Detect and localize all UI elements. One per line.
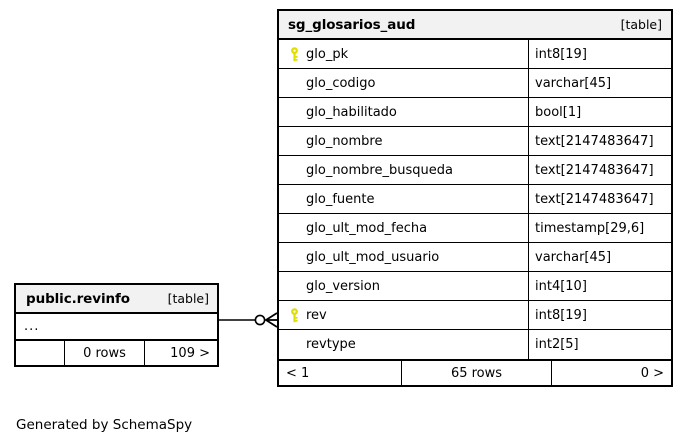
column-name-cell: glo_nombre: [279, 127, 528, 155]
column-name-cell: glo_habilitado: [279, 98, 528, 126]
footer-row-count: 65 rows: [401, 361, 551, 385]
column-name-label: glo_ult_mod_fecha: [306, 220, 428, 236]
column-name-label: glo_pk: [306, 46, 349, 62]
table-title: public.revinfo: [26, 290, 130, 307]
footer-prev-page[interactable]: [16, 341, 64, 365]
column-name-cell: rev: [279, 301, 528, 329]
column-name-label: rev: [306, 307, 327, 323]
column-name-cell: glo_pk: [279, 40, 528, 68]
column-name-cell: glo_ult_mod_fecha: [279, 214, 528, 242]
column-name-label: glo_nombre_busqueda: [306, 162, 453, 178]
column-type-label: text[2147483647]: [528, 185, 671, 213]
table-public-revinfo[interactable]: public.revinfo [table] ... 0 rows 109 >: [14, 283, 219, 367]
column-type-label: int2[5]: [528, 330, 671, 359]
table-header: public.revinfo [table]: [16, 285, 217, 314]
column-type-label: text[2147483647]: [528, 156, 671, 184]
column-name-label: glo_nombre: [306, 133, 383, 149]
table-footer: 0 rows 109 >: [16, 339, 217, 365]
column-type-label: timestamp[29,6]: [528, 214, 671, 242]
collapsed-columns-ellipsis: ...: [24, 319, 40, 334]
column-type-label: varchar[45]: [528, 69, 671, 97]
column-name-cell: revtype: [279, 330, 528, 359]
table-row[interactable]: glo_ult_mod_usuario varchar[45]: [279, 243, 671, 272]
column-name-cell: glo_codigo: [279, 69, 528, 97]
column-name-cell: glo_fuente: [279, 185, 528, 213]
column-type-label: text[2147483647]: [528, 127, 671, 155]
table-row[interactable]: rev int8[19]: [279, 301, 671, 330]
footer-next-page[interactable]: 0 >: [551, 361, 671, 385]
table-row[interactable]: glo_nombre text[2147483647]: [279, 127, 671, 156]
column-name-label: glo_ult_mod_usuario: [306, 249, 440, 265]
column-type-label: int8[19]: [528, 301, 671, 329]
column-name-label: glo_version: [306, 278, 380, 294]
column-name-label: revtype: [306, 337, 356, 352]
column-name-cell: glo_version: [279, 272, 528, 300]
footer-prev-page[interactable]: < 1: [286, 365, 310, 381]
column-name-cell: glo_ult_mod_usuario: [279, 243, 528, 271]
primary-key-icon: [285, 307, 303, 323]
table-row[interactable]: glo_habilitado bool[1]: [279, 98, 671, 127]
table-row[interactable]: glo_version int4[10]: [279, 272, 671, 301]
column-name-label: glo_codigo: [306, 75, 376, 91]
column-type-label: varchar[45]: [528, 243, 671, 271]
column-name-label: glo_habilitado: [306, 104, 397, 120]
table-row[interactable]: glo_pk int8[19]: [279, 40, 671, 69]
table-row[interactable]: glo_ult_mod_fecha timestamp[29,6]: [279, 214, 671, 243]
table-row[interactable]: glo_nombre_busqueda text[2147483647]: [279, 156, 671, 185]
table-row[interactable]: glo_fuente text[2147483647]: [279, 185, 671, 214]
generated-by-caption: Generated by SchemaSpy: [16, 417, 193, 433]
table-row[interactable]: revtype int2[5]: [279, 330, 671, 359]
column-type-label: bool[1]: [528, 98, 671, 126]
table-footer: < 1 65 rows 0 >: [279, 359, 671, 385]
table-kind-label: [table]: [167, 291, 209, 306]
footer-row-count: 0 rows: [64, 341, 144, 365]
table-kind-label: [table]: [620, 17, 662, 32]
relationship-connector: [219, 312, 278, 328]
column-type-label: int8[19]: [528, 40, 671, 68]
column-type-label: int4[10]: [528, 272, 671, 300]
table-header: sg_glosarios_aud [table]: [279, 11, 671, 40]
footer-next-page[interactable]: 109 >: [144, 341, 217, 365]
primary-key-icon: [285, 46, 303, 62]
column-name-cell: glo_nombre_busqueda: [279, 156, 528, 184]
column-name-label: glo_fuente: [306, 191, 375, 207]
table-row[interactable]: glo_codigo varchar[45]: [279, 69, 671, 98]
table-title: sg_glosarios_aud: [288, 16, 416, 33]
